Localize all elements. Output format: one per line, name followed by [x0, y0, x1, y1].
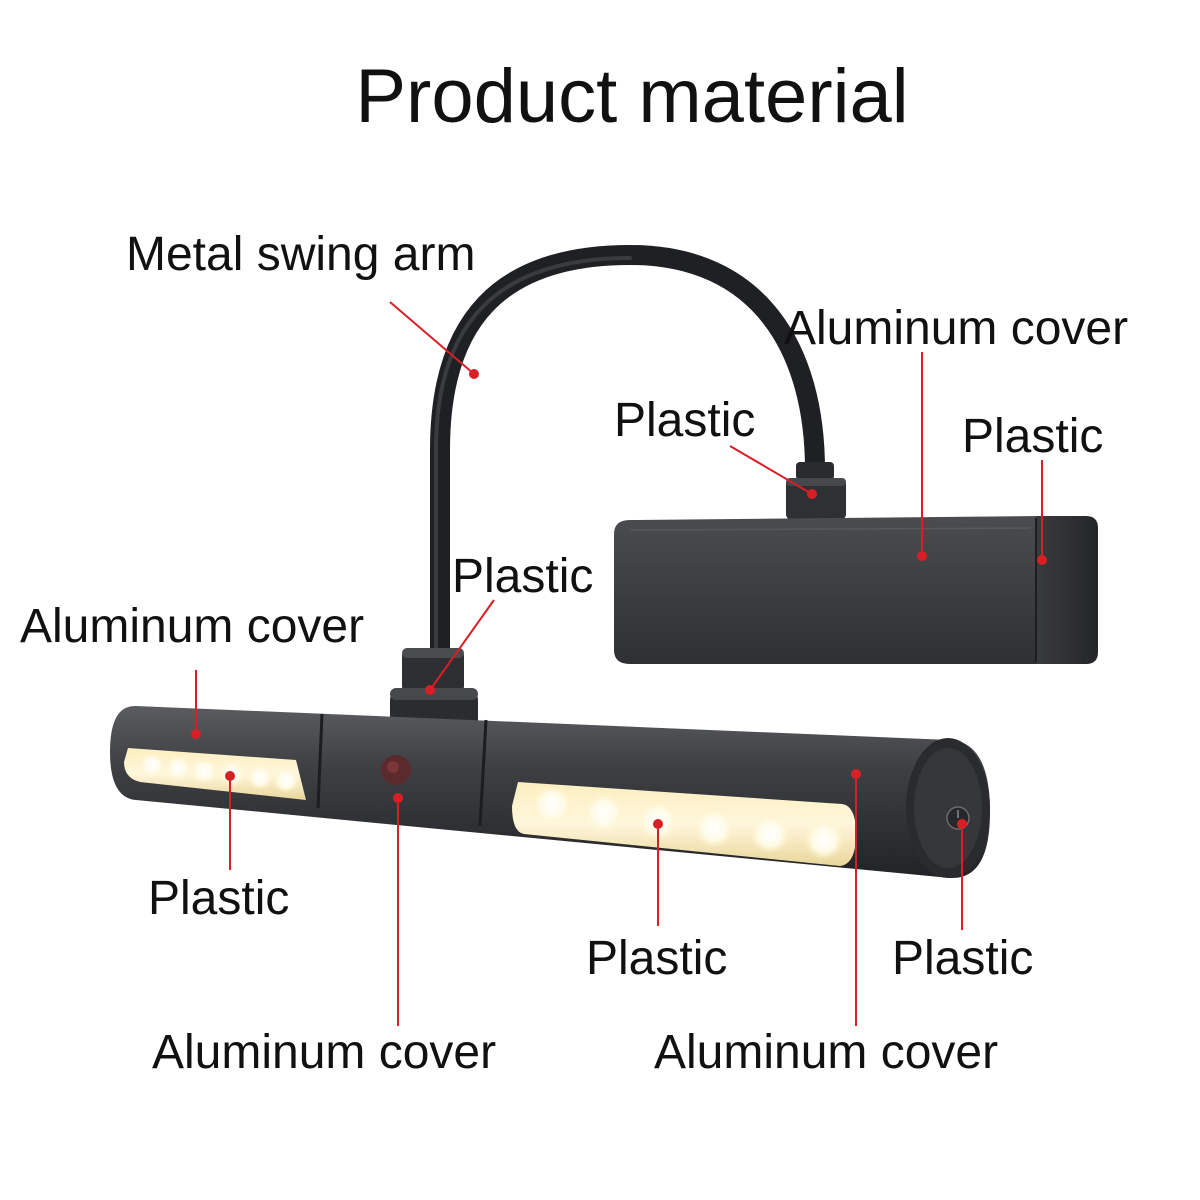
- label-bar-left-cover: Aluminum cover: [20, 600, 364, 653]
- callout-head-endcap: Plastic: [962, 410, 1103, 565]
- callout-head-cover: Aluminum cover: [784, 302, 1128, 561]
- label-bar-switch: Plastic: [892, 932, 1033, 985]
- page-title: Product material: [355, 54, 908, 139]
- callout-bar-left-cover: Aluminum cover: [20, 600, 364, 739]
- label-bar-left-lens: Plastic: [148, 872, 289, 925]
- label-bar-center-cover: Aluminum cover: [152, 1026, 496, 1079]
- callout-bar-right-cover: Aluminum cover: [654, 769, 998, 1079]
- callout-head-joint: Plastic: [614, 394, 817, 499]
- callouts: Metal swing arm Aluminum cover Plastic P…: [20, 228, 1128, 1079]
- label-bar-right-lens: Plastic: [586, 932, 727, 985]
- callout-bar-left-lens: Plastic: [148, 771, 289, 925]
- label-bar-right-cover: Aluminum cover: [654, 1026, 998, 1079]
- label-head-cover: Aluminum cover: [784, 302, 1128, 355]
- light-bar: [110, 705, 990, 879]
- swing-arm: [430, 244, 825, 670]
- right-led-row: [532, 785, 844, 860]
- label-swing-arm: Metal swing arm: [126, 228, 475, 281]
- label-head-joint-plastic: Plastic: [614, 394, 755, 447]
- callout-bar-switch: Plastic: [892, 819, 1033, 985]
- lamp-head: [614, 516, 1098, 664]
- label-head-endcap-plastic: Plastic: [962, 410, 1103, 463]
- lamp-illustration: [110, 244, 1098, 879]
- callout-swing-arm: Metal swing arm: [126, 228, 479, 379]
- label-bar-joint-plastic: Plastic: [452, 550, 593, 603]
- callout-bar-center-cover: Aluminum cover: [152, 793, 496, 1079]
- callout-bar-right-lens: Plastic: [586, 819, 727, 985]
- callout-bar-joint: Plastic: [425, 550, 593, 695]
